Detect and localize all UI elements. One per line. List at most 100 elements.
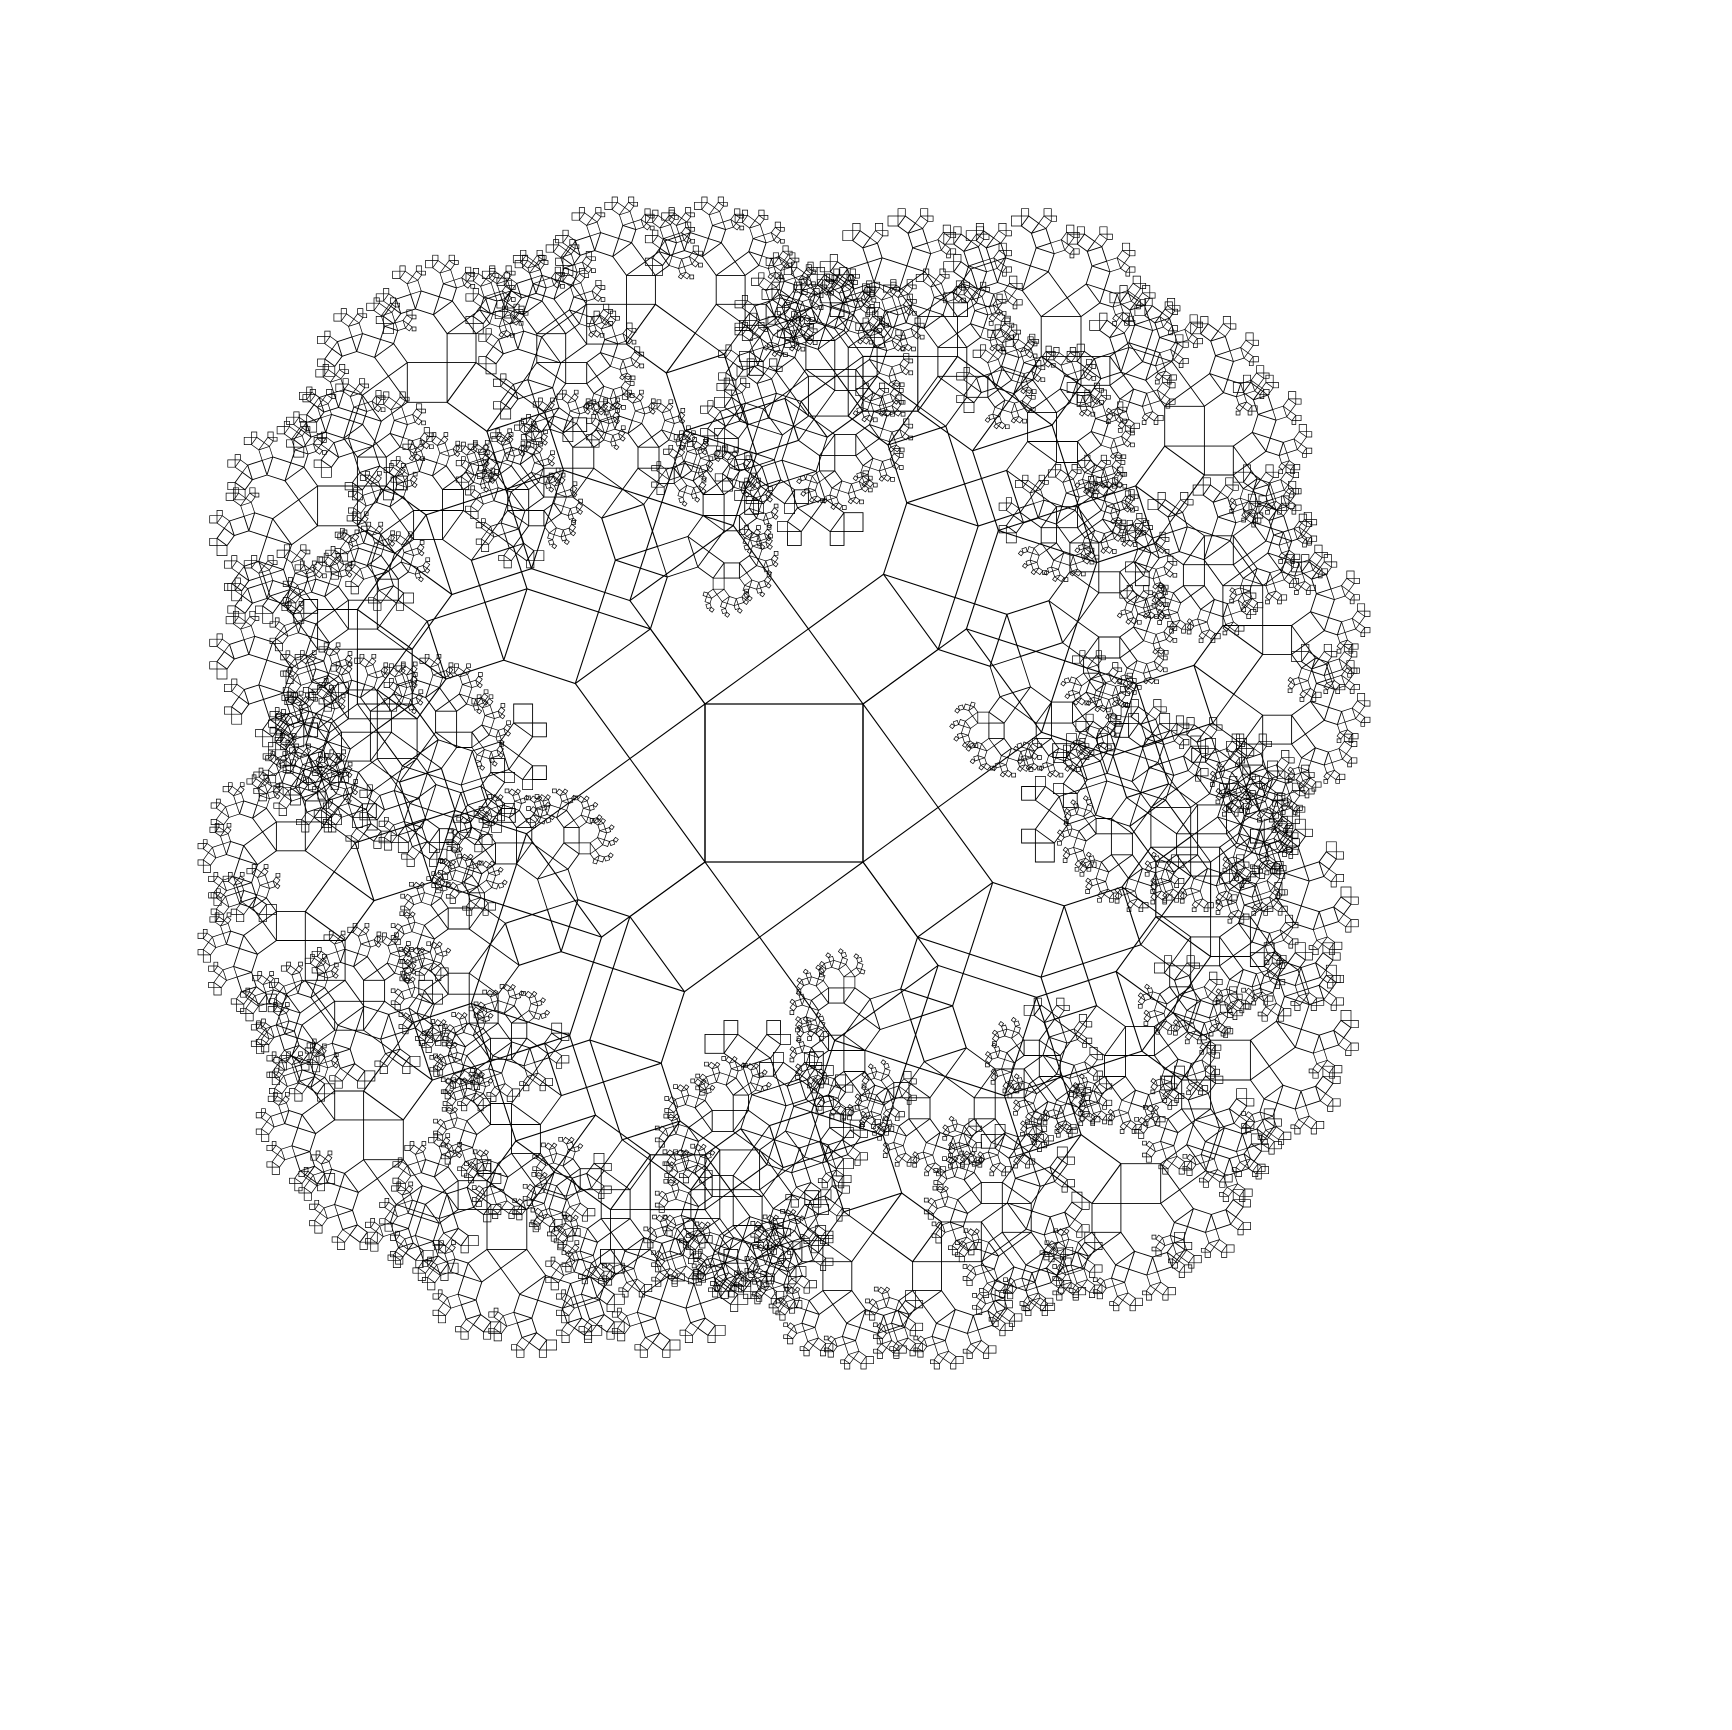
tree-square <box>317 336 326 345</box>
tree-square <box>695 1073 701 1079</box>
tree-square <box>490 1204 502 1215</box>
tree-square <box>741 592 749 601</box>
tree-square <box>915 273 924 282</box>
tree-square <box>651 403 658 410</box>
tree-square <box>703 439 708 444</box>
tree-square <box>508 1213 515 1219</box>
tree-square <box>1350 1042 1359 1051</box>
tree-square <box>878 410 885 417</box>
tree-square <box>470 485 475 491</box>
tree-square <box>461 1077 468 1084</box>
tree-square <box>490 1095 497 1102</box>
tree-square <box>345 835 352 842</box>
tree-square <box>912 284 917 290</box>
tree-square <box>676 1084 685 1092</box>
tree-square <box>865 1298 870 1304</box>
tree-square <box>737 1262 749 1274</box>
tree-square <box>330 571 339 580</box>
tree-square <box>866 479 874 488</box>
tree-square <box>586 403 593 410</box>
tree-square <box>471 698 478 705</box>
tree-square <box>581 1215 588 1222</box>
tree-square <box>330 692 339 701</box>
tree-square <box>789 252 796 259</box>
tree-square <box>429 432 434 438</box>
tree-square <box>529 821 536 828</box>
tree-square <box>354 657 361 664</box>
tree-square <box>394 1004 401 1011</box>
tree-square <box>1291 838 1300 847</box>
tree-square <box>402 947 410 955</box>
tree-square <box>370 1218 375 1223</box>
tree-square <box>383 489 394 501</box>
tree-square <box>867 487 873 493</box>
tree-square <box>545 482 552 490</box>
tree-square <box>288 602 297 611</box>
tree-square <box>1219 1192 1224 1197</box>
tree-square <box>280 760 287 767</box>
tree-square <box>298 1187 305 1194</box>
tree-square <box>884 322 889 328</box>
tree-square <box>483 1015 491 1022</box>
tree-square <box>538 397 543 403</box>
tree-square <box>282 787 291 796</box>
tree-square <box>500 703 506 708</box>
tree-square <box>917 1351 924 1358</box>
tree-square <box>1076 226 1085 235</box>
tree-square <box>526 1183 535 1192</box>
tree-square <box>243 436 252 445</box>
tree-square <box>1127 503 1135 512</box>
tree-square <box>422 441 430 450</box>
tree-square <box>402 1012 410 1020</box>
tree-square <box>293 736 305 748</box>
tree-square <box>1005 497 1012 504</box>
tree-square <box>518 990 525 997</box>
tree-square <box>321 817 332 828</box>
tree-square <box>763 528 772 537</box>
tree-square <box>889 1346 894 1351</box>
tree-square <box>315 1150 321 1156</box>
tree-square <box>557 1242 564 1249</box>
tree-square <box>338 682 349 694</box>
tree-square <box>499 741 504 747</box>
tree-square <box>969 1150 976 1157</box>
tree-square <box>1032 353 1038 359</box>
tree-square <box>337 697 346 705</box>
tree-square <box>225 616 234 625</box>
tree-square <box>1005 266 1012 273</box>
tree-square <box>714 1324 726 1336</box>
tree-square <box>480 693 489 701</box>
tree-square <box>411 708 417 715</box>
tree-square <box>550 450 555 455</box>
tree-square <box>322 819 329 826</box>
tree-square <box>315 570 323 579</box>
tree-square <box>479 482 487 490</box>
tree-square <box>962 1348 968 1354</box>
tree-square <box>614 402 623 410</box>
tree-square <box>603 1185 612 1194</box>
tree-square <box>766 572 772 578</box>
tree-square <box>578 1326 585 1333</box>
tree-square <box>1340 886 1352 898</box>
tree-square <box>1159 531 1166 538</box>
tree-square <box>1236 1088 1248 1100</box>
tree-square <box>628 196 635 203</box>
tree-square <box>1334 941 1343 950</box>
tree-square <box>709 1150 716 1156</box>
tree-square <box>1037 765 1042 771</box>
tree-square <box>692 1252 699 1259</box>
tree-square <box>578 207 585 214</box>
tree-square <box>414 572 422 579</box>
tree-square <box>318 752 323 757</box>
tree-square <box>442 873 449 880</box>
tree-square <box>753 528 761 537</box>
tree-square <box>368 597 375 604</box>
tree-square <box>481 270 490 279</box>
tree-square <box>1005 424 1010 430</box>
tree-square <box>583 403 590 410</box>
tree-square <box>409 881 414 887</box>
tree-square <box>615 316 620 321</box>
tree-square <box>266 904 277 915</box>
tree-square <box>903 418 910 425</box>
tree-square <box>1153 1104 1160 1111</box>
